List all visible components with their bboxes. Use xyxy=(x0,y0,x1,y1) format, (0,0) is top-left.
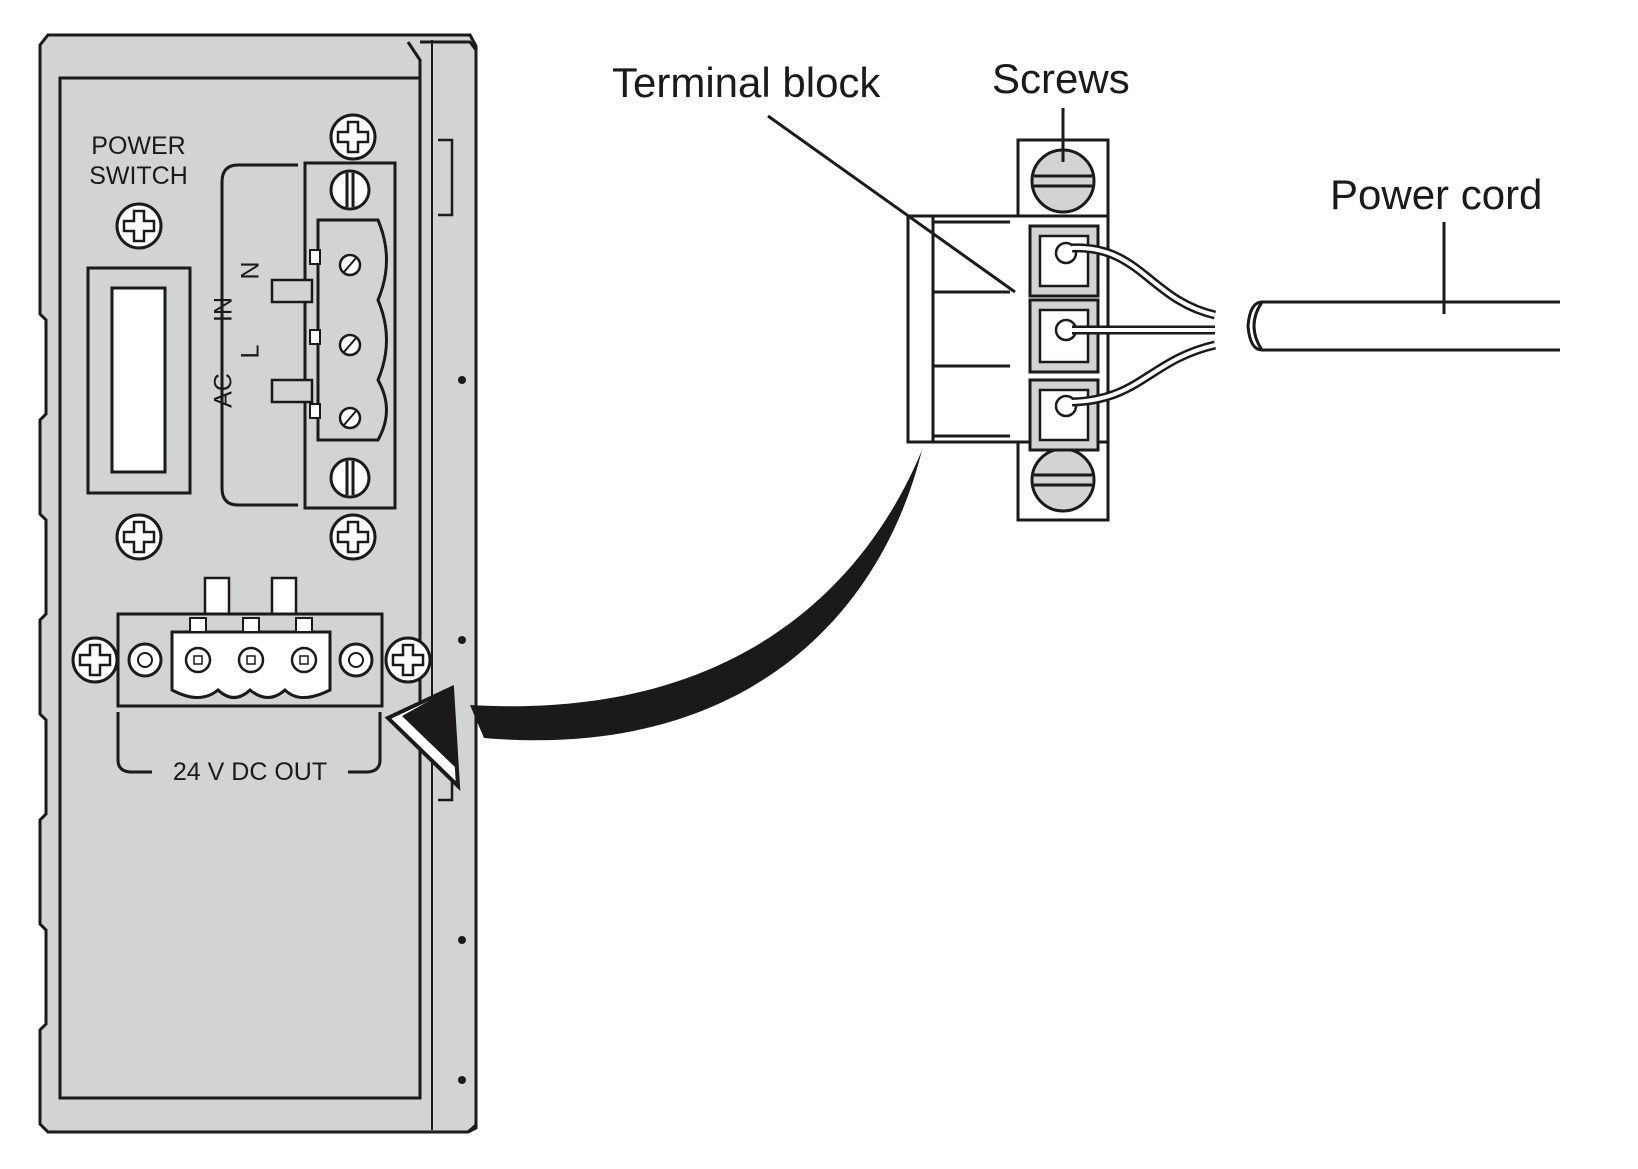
insert-arrow-icon xyxy=(384,450,922,792)
ac-label: AC xyxy=(209,373,238,408)
power-supply-unit xyxy=(38,33,478,1134)
terminal-block-label: Terminal block xyxy=(612,59,881,106)
in-label: IN xyxy=(209,297,238,322)
screw-icon xyxy=(1030,447,1096,513)
terminal-block-leader xyxy=(767,114,1016,294)
power-cord-label: Power cord xyxy=(1330,171,1543,218)
power-cord xyxy=(1071,243,1560,407)
l-terminal-label: L xyxy=(236,344,265,359)
dc-out-label: 24 V DC OUT xyxy=(172,758,328,786)
dc-output-connector[interactable] xyxy=(116,576,384,708)
screw-icon xyxy=(384,636,432,684)
screws-label: Screws xyxy=(992,55,1130,102)
screw-icon xyxy=(329,513,377,561)
power-switch-label-line1: POWER xyxy=(91,132,186,160)
screw-icon xyxy=(115,513,163,561)
n-terminal-label: N xyxy=(236,261,265,280)
power-switch-label-line2: SWITCH xyxy=(89,162,188,190)
ac-input-terminal[interactable] xyxy=(270,161,397,510)
power-switch[interactable] xyxy=(86,266,192,495)
screw-icon xyxy=(329,113,377,161)
screw-icon xyxy=(71,636,119,684)
screw-icon xyxy=(115,202,163,250)
